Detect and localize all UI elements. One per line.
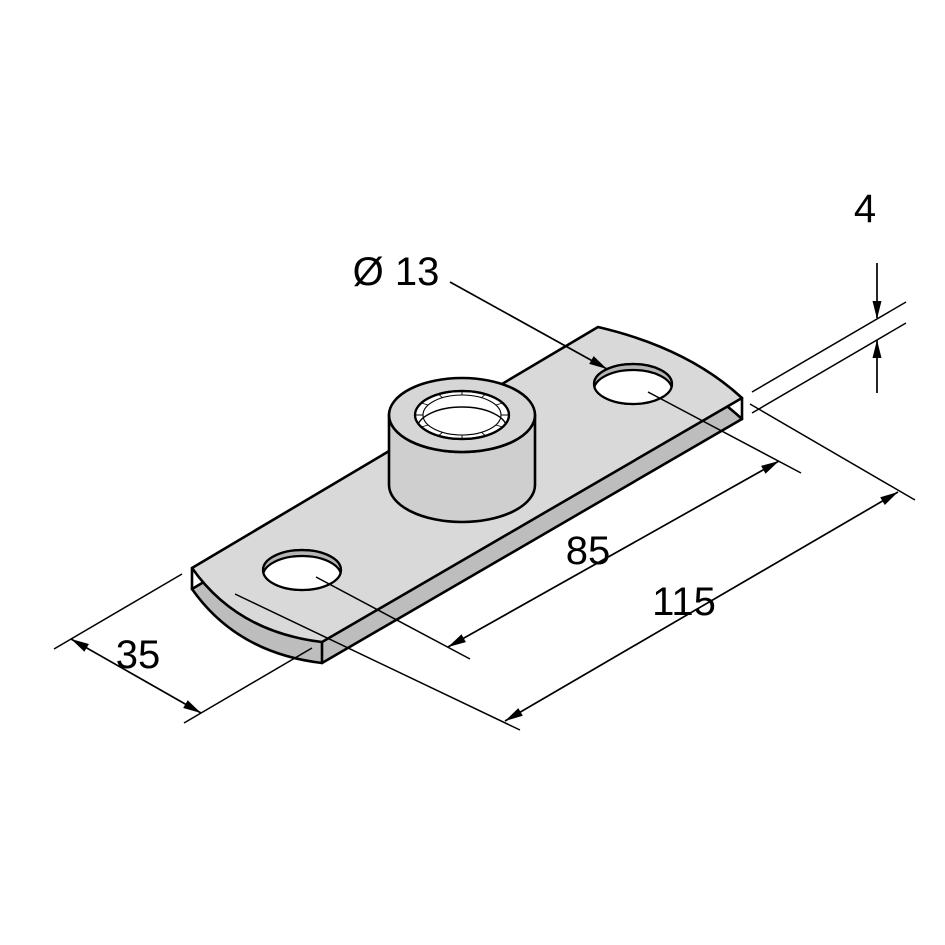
mounting-hole-rear-bore <box>594 368 672 404</box>
dim-width-label: 35 <box>116 633 161 677</box>
dim-length-extension-left <box>234 593 521 731</box>
dim-width-arrow-upper <box>71 639 89 652</box>
dim-spacing-line <box>447 460 780 648</box>
thread-hatching <box>415 391 509 439</box>
dim-length-arrow-left <box>505 708 523 721</box>
dim-width-extension-front <box>183 647 313 724</box>
dim-width-extension-back <box>53 573 183 650</box>
dim-spacing-label: 85 <box>566 529 611 573</box>
dim-hole-diameter-label: Ø 13 <box>353 250 440 294</box>
dim-thickness-extension-bottom <box>751 322 907 414</box>
dim-spacing-extension-rear <box>647 391 802 474</box>
threaded-boss <box>387 376 537 524</box>
dim-length-arrow-right <box>880 492 898 505</box>
dim-length-extension-right <box>749 403 916 501</box>
dim-overall-length: 115 <box>234 403 916 731</box>
mounting-hole-front-bore <box>263 554 341 590</box>
dim-hole-diameter-arrow <box>589 356 607 369</box>
dim-spacing-arrow-right <box>761 461 779 474</box>
dim-hole-diameter: Ø 13 <box>353 250 608 370</box>
dim-plate-thickness: 4 <box>751 187 907 414</box>
dim-spacing-arrow-left <box>448 634 466 647</box>
dim-hole-diameter-leader <box>449 281 608 370</box>
dim-thickness-extension-top <box>751 301 907 393</box>
dim-width-arrow-lower <box>183 700 201 713</box>
dim-spacing-extension-front <box>315 576 471 660</box>
dim-width-line <box>70 638 202 714</box>
dim-hole-spacing: 85 <box>315 391 802 660</box>
dim-thickness-arrow-down <box>872 301 882 319</box>
dim-length-line <box>504 491 899 722</box>
dim-length-label: 115 <box>652 580 716 624</box>
dim-thickness-arrow-up <box>872 340 882 358</box>
dim-plate-width: 35 <box>53 573 313 724</box>
dim-thickness-label: 4 <box>854 187 876 231</box>
